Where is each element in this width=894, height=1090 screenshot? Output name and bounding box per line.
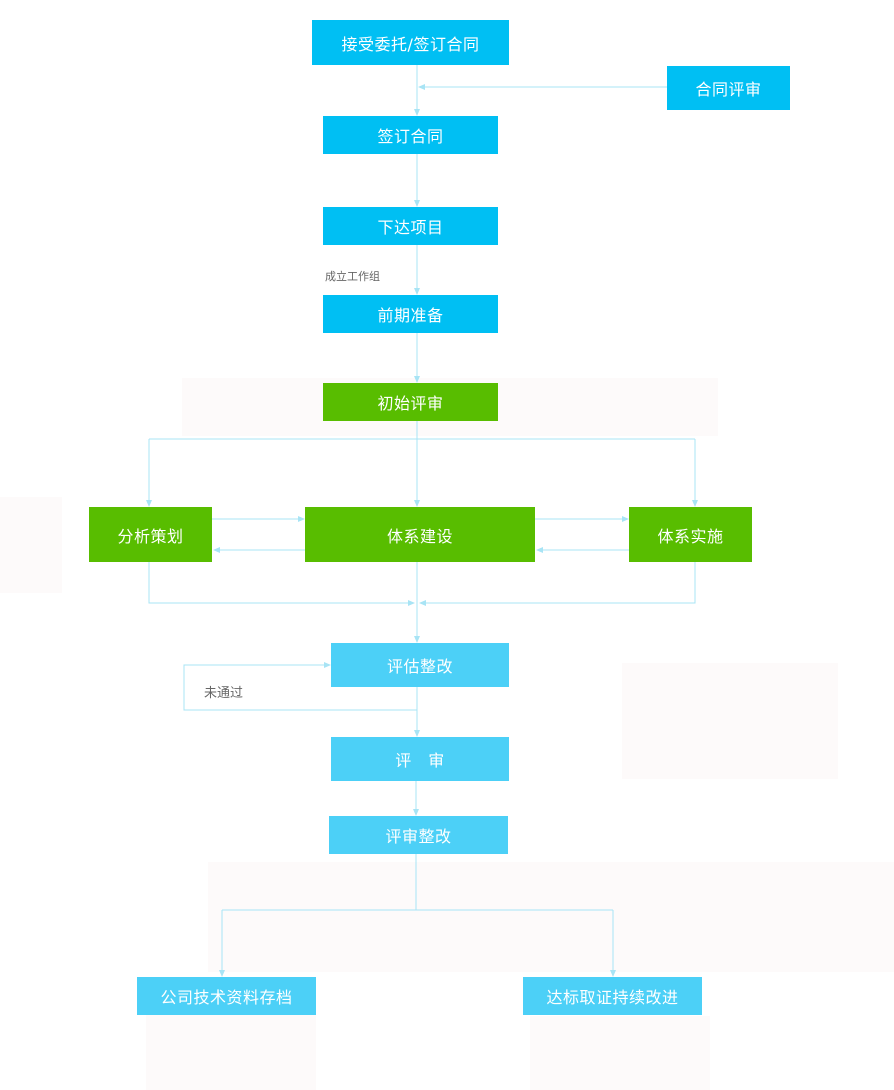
node-contract-review: 合同评审 [667, 66, 790, 110]
node-initial-review: 初始评审 [323, 383, 498, 421]
node-review: 评 审 [331, 737, 509, 781]
node-archive: 公司技术资料存档 [137, 977, 316, 1015]
node-analysis-planning: 分析策划 [89, 507, 212, 562]
node-system-building: 体系建设 [305, 507, 535, 562]
node-accept-entrust: 接受委托/签订合同 [312, 20, 509, 65]
edge-label-not-passed: 未通过 [204, 686, 244, 701]
connector-not-passed-loop [183, 662, 417, 711]
background-block [146, 1012, 316, 1090]
node-certify-improve: 达标取证持续改进 [523, 977, 702, 1015]
node-review-rectify: 评审整改 [329, 816, 508, 854]
node-preparation: 前期准备 [323, 295, 498, 333]
node-evaluation-rectify: 评估整改 [331, 643, 509, 687]
background-block [208, 862, 894, 972]
background-block [622, 663, 838, 779]
connector-implementation-merge [419, 562, 696, 606]
background-block [0, 497, 62, 593]
edge-label-form-team: 成立工作组 [325, 270, 380, 283]
node-issue-project: 下达项目 [323, 207, 498, 245]
background-block [530, 1016, 710, 1090]
node-sign-contract: 签订合同 [323, 116, 498, 154]
node-system-implementation: 体系实施 [629, 507, 752, 562]
connector-analysis-merge [148, 562, 415, 606]
